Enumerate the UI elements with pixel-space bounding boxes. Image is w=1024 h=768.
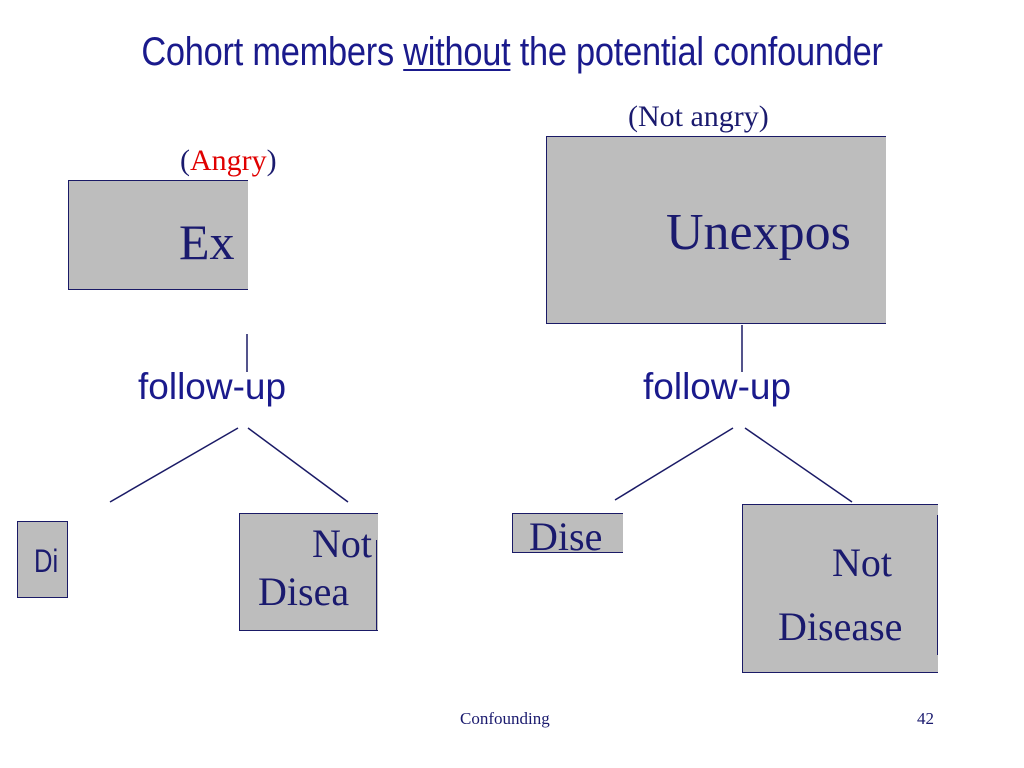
unexposed-box-label: Unexpos xyxy=(666,204,851,261)
title-suffix: the potential confounder xyxy=(510,30,883,74)
right-disease-box: Dise xyxy=(512,513,623,553)
left-not-disease-box-edge xyxy=(376,540,377,630)
right-not-disease-line1: Not xyxy=(832,540,892,585)
left-group-angry-label: Angry xyxy=(190,144,267,177)
left-not-disease-box: Not Disea xyxy=(239,513,378,631)
right-disease-box-label: Dise xyxy=(529,514,603,553)
left-group-paren-close: ) xyxy=(266,144,277,177)
title-prefix: Cohort members xyxy=(141,30,404,74)
left-disease-box-label: Di xyxy=(34,543,59,579)
footer-label: Confounding xyxy=(460,709,550,728)
right-group-label: (Not angry) xyxy=(628,100,769,133)
left-follow-up-label: follow-up xyxy=(138,366,287,407)
right-not-disease-line2: Disease xyxy=(778,604,903,649)
title-emphasis: without xyxy=(403,30,511,74)
left-not-disease-line1: Not xyxy=(312,521,372,566)
left-branch-line-not-disease xyxy=(247,427,349,503)
right-not-disease-box: Not Disease xyxy=(742,504,938,673)
right-follow-up-label: follow-up xyxy=(643,366,792,407)
unexposed-box: Unexpos xyxy=(546,136,886,324)
left-group-paren-open: ( xyxy=(180,144,190,177)
left-branch-line-disease xyxy=(109,427,239,503)
exposed-box: Ex xyxy=(68,180,248,290)
left-group-label: (Angry) xyxy=(180,144,277,178)
exposed-box-label: Ex xyxy=(179,214,235,270)
right-branch-line-not-disease xyxy=(744,427,853,503)
right-branch-line-disease xyxy=(614,427,734,501)
left-disease-box: Di xyxy=(17,521,68,598)
left-not-disease-line2: Disea xyxy=(258,569,350,614)
right-not-disease-box-edge xyxy=(937,515,938,655)
slide-title: Cohort members without the potential con… xyxy=(72,30,953,75)
slide-number: 42 xyxy=(917,709,934,728)
